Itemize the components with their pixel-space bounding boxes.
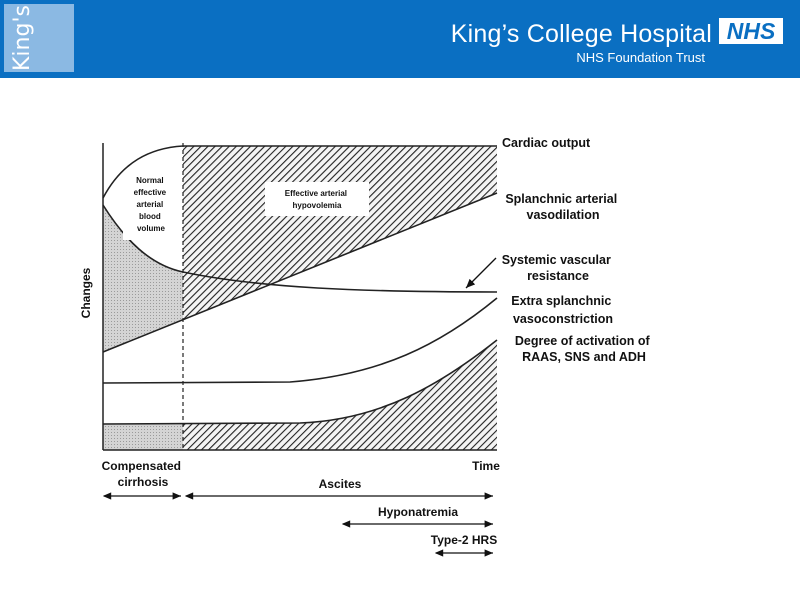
svr-label: Systemic vascular resistance — [502, 253, 615, 283]
ascites-label: Ascites — [319, 477, 362, 491]
splanchnic-label: Splanchnic arterial vasodilation — [505, 192, 620, 222]
y-axis-label: Changes — [79, 267, 93, 318]
trust-name: NHS Foundation Trust — [576, 50, 705, 65]
type2-hrs-label: Type-2 HRS — [431, 533, 497, 547]
slide-header: King's King’s College Hospital NHS Found… — [0, 0, 800, 78]
extra-splanchnic-curve — [102, 297, 498, 384]
normal-volume-label: Normal effective arterial blood volume — [134, 176, 169, 233]
splanchnic-vasodilation-curve — [102, 192, 498, 353]
extra-splanchnic-label: Extra splanchnic vasoconstriction — [511, 294, 615, 326]
kings-logo: King's — [4, 4, 74, 72]
hyponatremia-label: Hyponatremia — [378, 505, 458, 519]
compensated-cirrhosis-label: Compensated cirrhosis — [102, 459, 185, 489]
normal-volume-box — [123, 172, 179, 240]
hypovolemia-box — [265, 182, 369, 216]
raas-label: Degree of activation of RAAS, SNS and AD… — [515, 334, 653, 364]
systemic-vascular-resistance-curve — [102, 204, 498, 293]
hypovolemia-label: Effective arterial hypovolemia — [285, 189, 350, 210]
raas-region — [183, 340, 497, 450]
time-label: Time — [472, 459, 500, 473]
raas-activation-curve — [102, 339, 498, 425]
cardiac-output-label: Cardiac output — [502, 136, 591, 150]
hypovolemia-region — [183, 146, 497, 320]
svr-pointer-arrow — [465, 257, 497, 289]
hospital-name: King’s College Hospital — [450, 20, 712, 48]
nhs-logo: NHS — [719, 18, 783, 44]
cardiac-output-curve — [102, 145, 497, 199]
